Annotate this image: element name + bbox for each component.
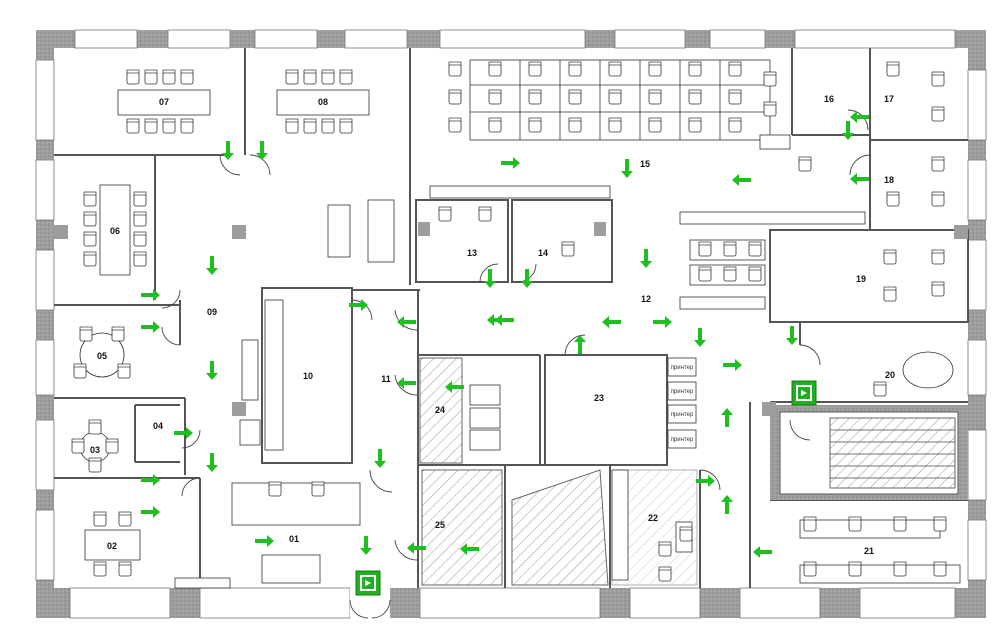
- room-label-04: 04: [153, 421, 163, 431]
- room-label-16: 16: [824, 94, 834, 104]
- room-label-07: 07: [159, 97, 169, 107]
- room-label-17: 17: [884, 94, 894, 104]
- evacuation-arrow: [349, 299, 368, 311]
- evacuation-arrow: [141, 289, 160, 301]
- evacuation-arrow: [721, 408, 733, 427]
- printer-labels: принтер принтер принтер принтер: [671, 365, 694, 443]
- evacuation-arrow: [694, 328, 706, 347]
- evacuation-arrow: [360, 536, 372, 555]
- room-labels: 01 02 03 04 05 06 07 08 09 10 11 12 13 1…: [90, 94, 895, 556]
- evacuation-arrow: [721, 495, 733, 514]
- evacuation-arrow: [460, 543, 479, 555]
- room-label-19: 19: [856, 274, 866, 284]
- room-label-24: 24: [435, 405, 445, 415]
- room-label-20: 20: [885, 370, 895, 380]
- room-label-10: 10: [303, 371, 313, 381]
- room-label-14: 14: [538, 248, 548, 258]
- printer-label: принтер: [671, 437, 694, 443]
- room-label-06: 06: [110, 226, 120, 236]
- evacuation-arrow: [653, 316, 672, 328]
- evacuation-arrow: [753, 546, 772, 558]
- evacuation-arrow: [484, 269, 496, 288]
- evacuation-arrow: [445, 381, 464, 393]
- room-label-18: 18: [884, 175, 894, 185]
- printer-label: принтер: [671, 365, 694, 371]
- evacuation-arrow: [141, 506, 160, 518]
- room-label-08: 08: [318, 97, 328, 107]
- evacuation-arrow: [501, 157, 520, 169]
- evacuation-arrow: [397, 377, 416, 389]
- evacuation-arrow: [206, 256, 218, 275]
- evacuation-arrows: [141, 111, 869, 558]
- room-label-25: 25: [435, 520, 445, 530]
- evacuation-arrow: [397, 316, 416, 328]
- evacuation-arrow: [640, 249, 652, 268]
- room-label-21: 21: [864, 546, 874, 556]
- interior-walls: [54, 48, 969, 588]
- room-label-12: 12: [641, 294, 651, 304]
- evacuation-arrow: [495, 314, 514, 326]
- room-label-02: 02: [107, 541, 117, 551]
- room-label-22: 22: [648, 513, 658, 523]
- emergency-exit-sign-entrance: [355, 570, 381, 596]
- evacuation-arrow: [850, 173, 869, 185]
- evacuation-arrow: [850, 111, 869, 123]
- evacuation-arrow: [574, 335, 586, 354]
- evacuation-arrow: [222, 141, 234, 160]
- evacuation-arrow: [174, 427, 193, 439]
- room-label-13: 13: [467, 248, 477, 258]
- evacuation-arrow: [206, 453, 218, 472]
- evacuation-arrow: [723, 359, 742, 371]
- evacuation-arrow: [621, 159, 633, 178]
- evacuation-arrow: [521, 269, 533, 288]
- printer-label: принтер: [671, 412, 694, 418]
- room-label-03: 03: [90, 445, 100, 455]
- evacuation-arrow: [141, 321, 160, 333]
- evacuation-arrow: [786, 326, 798, 345]
- room-label-01: 01: [289, 534, 299, 544]
- evacuation-arrow: [407, 542, 426, 554]
- evacuation-arrow: [732, 174, 751, 186]
- printer-label: принтер: [671, 389, 694, 395]
- evacuation-arrow: [255, 535, 274, 547]
- room-label-23: 23: [594, 393, 604, 403]
- evacuation-arrow: [256, 141, 268, 160]
- evacuation-arrow: [696, 475, 715, 487]
- room-label-05: 05: [97, 351, 107, 361]
- room-label-09: 09: [207, 307, 217, 317]
- evacuation-arrow: [602, 316, 621, 328]
- room-label-15: 15: [640, 159, 650, 169]
- evacuation-arrow: [206, 361, 218, 380]
- room-label-11: 11: [381, 374, 391, 384]
- stair-core: [770, 405, 968, 500]
- evacuation-arrow: [842, 121, 854, 140]
- columns: [54, 222, 968, 416]
- emergency-exit-sign-stairs: [791, 380, 817, 406]
- evacuation-arrow: [141, 474, 160, 486]
- evacuation-arrow: [374, 449, 386, 468]
